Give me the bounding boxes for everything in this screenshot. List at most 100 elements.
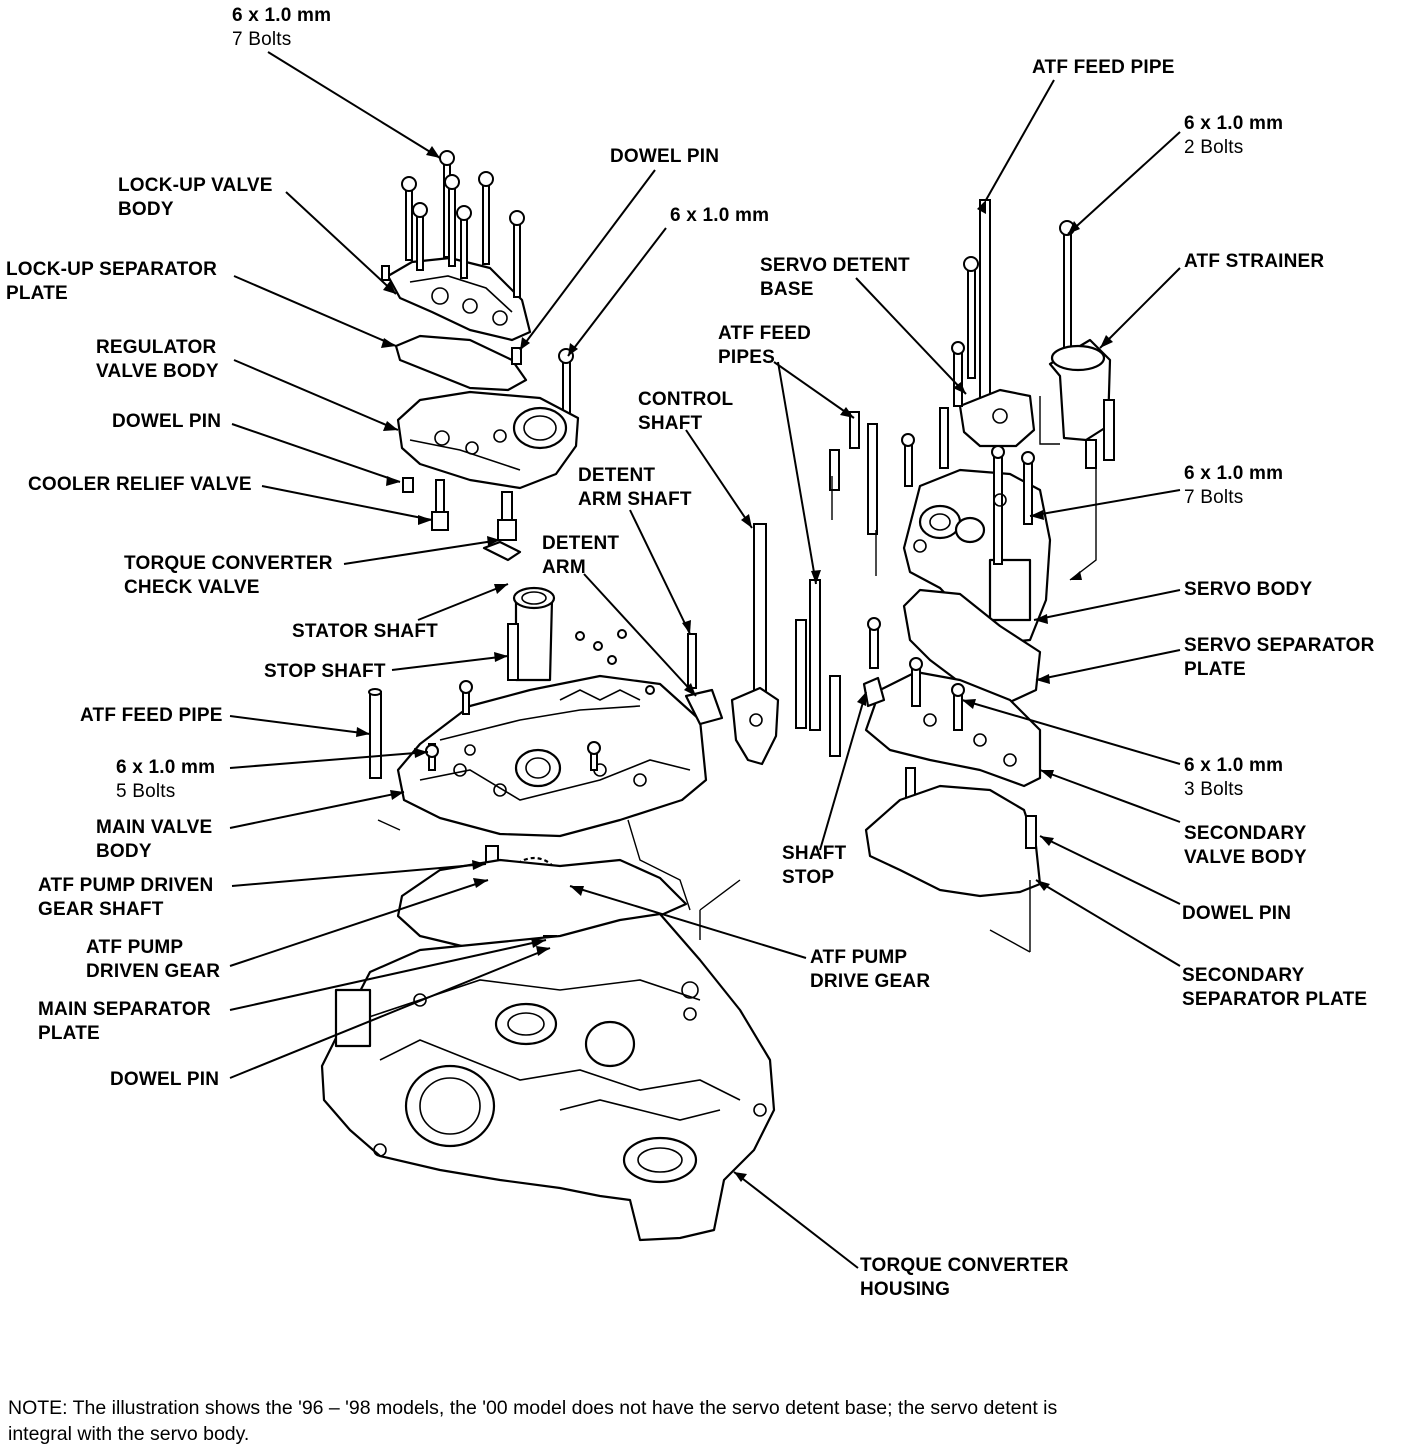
torque-converter-housing-drawing bbox=[320, 912, 776, 1242]
label-secondary-valve-body-line1: SECONDARY bbox=[1184, 823, 1307, 844]
regulator-valve-body-drawing bbox=[396, 390, 580, 490]
label-bolts-3: 6 x 1.0 mm 3 Bolts bbox=[1184, 754, 1283, 802]
label-bolts-5-count: 5 Bolts bbox=[116, 781, 176, 802]
label-bolts-top-size: 6 x 1.0 mm bbox=[232, 5, 332, 26]
secondary-valve-body-drawing bbox=[862, 657, 1042, 788]
label-lockup-separator-plate-line2: PLATE bbox=[6, 283, 68, 304]
label-secondary-separator-plate: SECONDARY SEPARATOR PLATE bbox=[1182, 964, 1367, 1012]
label-check-valve-line1: TORQUE CONVERTER bbox=[124, 553, 333, 574]
label-regulator-valve-body-line1: REGULATOR bbox=[96, 337, 217, 358]
label-pump-drive-gear-line1: ATF PUMP bbox=[810, 947, 908, 968]
label-atf-strainer-text: ATF STRAINER bbox=[1184, 251, 1325, 272]
label-atf-strainer: ATF STRAINER bbox=[1184, 250, 1324, 274]
footnote-line1: NOTE: The illustration shows the '96 – '… bbox=[8, 1397, 1058, 1419]
label-servo-detent-base-line1: SERVO DETENT bbox=[760, 255, 910, 276]
atf-feed-pipes-drawing bbox=[829, 411, 915, 535]
label-check-valve-line2: CHECK VALVE bbox=[124, 577, 260, 598]
control-shaft-drawing bbox=[730, 523, 780, 766]
dowel-pin-top-drawing bbox=[511, 347, 522, 365]
label-bolts-7-right-size: 6 x 1.0 mm bbox=[1184, 463, 1284, 484]
label-lockup-separator-plate: LOCK-UP SEPARATOR PLATE bbox=[6, 258, 217, 306]
label-atf-feed-pipe-top-text: ATF FEED PIPE bbox=[1032, 57, 1175, 78]
label-atf-pump-driven-gear-shaft: ATF PUMP DRIVEN GEAR SHAFT bbox=[38, 874, 213, 922]
label-servo-detent-base-line2: BASE bbox=[760, 279, 814, 300]
label-servo-separator-plate-line2: PLATE bbox=[1184, 659, 1246, 680]
label-lockup-valve-body-line1: LOCK-UP VALVE bbox=[118, 175, 273, 196]
label-bolts-2-count: 2 Bolts bbox=[1184, 137, 1244, 158]
atf-strainer-drawing bbox=[1048, 338, 1115, 469]
label-dowel-pin-left: DOWEL PIN bbox=[112, 410, 221, 434]
label-dowel-pin-bottom-text: DOWEL PIN bbox=[110, 1069, 220, 1090]
dowel-pin-left-drawing bbox=[402, 477, 414, 493]
footnote: NOTE: The illustration shows the '96 – '… bbox=[8, 1395, 1403, 1447]
label-atf-pump-driven-gear: ATF PUMP DRIVEN GEAR bbox=[86, 936, 220, 984]
label-torque-converter-housing: TORQUE CONVERTER HOUSING bbox=[860, 1254, 1069, 1302]
label-main-valve-body-line1: MAIN VALVE bbox=[96, 817, 213, 838]
lockup-valve-body-drawing bbox=[386, 256, 532, 342]
label-stator-shaft-text: STATOR SHAFT bbox=[292, 621, 438, 642]
label-main-separator-plate-line2: PLATE bbox=[38, 1023, 100, 1044]
label-atf-feed-pipes-line2: PIPES bbox=[718, 347, 775, 368]
servo-separator-plate-drawing bbox=[902, 588, 1042, 704]
label-detent-arm-shaft-line2: ARM SHAFT bbox=[578, 489, 692, 510]
dowel-pin-right-drawing bbox=[1025, 815, 1037, 849]
arrow-heads bbox=[356, 146, 1113, 1182]
label-atf-feed-pipe-left-text: ATF FEED PIPE bbox=[80, 705, 223, 726]
label-control-shaft-line1: CONTROL bbox=[638, 389, 734, 410]
label-servo-body: SERVO BODY bbox=[1184, 578, 1312, 602]
footnote-line2: integral with the servo body. bbox=[8, 1423, 250, 1445]
label-secondary-separator-plate-line2: SEPARATOR PLATE bbox=[1182, 989, 1368, 1010]
label-detent-arm-line1: DETENT bbox=[542, 533, 620, 554]
check-valve-drawing bbox=[497, 491, 517, 541]
label-servo-detent-base: SERVO DETENT BASE bbox=[760, 254, 910, 302]
label-bolts-3-count: 3 Bolts bbox=[1184, 779, 1244, 800]
label-detent-arm-shaft-line1: DETENT bbox=[578, 465, 656, 486]
label-servo-separator-plate-line1: SERVO SEPARATOR bbox=[1184, 635, 1375, 656]
label-bolts-top-count: 7 Bolts bbox=[232, 29, 292, 50]
label-torque-converter-check-valve: TORQUE CONVERTER CHECK VALVE bbox=[124, 552, 333, 600]
servo-detent-base-drawing bbox=[939, 341, 1036, 469]
label-servo-body-text: SERVO BODY bbox=[1184, 579, 1313, 600]
label-control-shaft-line2: SHAFT bbox=[638, 413, 703, 434]
label-detent-arm: DETENT ARM bbox=[542, 532, 619, 580]
cooler-relief-valve-drawing bbox=[431, 479, 449, 531]
label-pump-gear-shaft-line2: GEAR SHAFT bbox=[38, 899, 164, 920]
label-detent-arm-line2: ARM bbox=[542, 557, 586, 578]
label-servo-separator-plate: SERVO SEPARATOR PLATE bbox=[1184, 634, 1375, 682]
label-dowel-pin-top-text: DOWEL PIN bbox=[610, 146, 720, 167]
main-valve-body-drawing bbox=[396, 674, 708, 838]
label-main-separator-plate: MAIN SEPARATOR PLATE bbox=[38, 998, 211, 1046]
main-valve-bolts-drawing bbox=[425, 629, 655, 771]
label-bolts-5: 6 x 1.0 mm 5 Bolts bbox=[116, 756, 215, 804]
label-atf-feed-pipe-top: ATF FEED PIPE bbox=[1032, 56, 1175, 80]
label-lockup-separator-plate-line1: LOCK-UP SEPARATOR bbox=[6, 259, 218, 280]
label-atf-feed-pipes-line1: ATF FEED bbox=[718, 323, 812, 344]
label-secondary-valve-body: SECONDARY VALVE BODY bbox=[1184, 822, 1307, 870]
label-dowel-pin-bottom: DOWEL PIN bbox=[110, 1068, 219, 1092]
label-bolts-top: 6 x 1.0 mm 7 Bolts bbox=[232, 4, 331, 52]
label-atf-pump-drive-gear: ATF PUMP DRIVE GEAR bbox=[810, 946, 930, 994]
label-main-valve-body-line2: BODY bbox=[96, 841, 152, 862]
label-stop-shaft-text: STOP SHAFT bbox=[264, 661, 386, 682]
label-secondary-valve-body-line2: VALVE BODY bbox=[1184, 847, 1307, 868]
label-main-separator-plate-line1: MAIN SEPARATOR bbox=[38, 999, 211, 1020]
atf-feed-pipe-left-drawing bbox=[368, 688, 382, 779]
lockup-separator-plate-drawing bbox=[394, 334, 528, 392]
servo-body-drawing bbox=[902, 445, 1052, 646]
leader-lines bbox=[229, 51, 1181, 1269]
label-lockup-valve-body: LOCK-UP VALVE BODY bbox=[118, 174, 273, 222]
label-dowel-pin-right-text: DOWEL PIN bbox=[1182, 903, 1292, 924]
atf-feed-pipe-top-drawing bbox=[979, 199, 991, 401]
label-dowel-pin-right: DOWEL PIN bbox=[1182, 902, 1291, 926]
label-regulator-valve-body-line2: VALVE BODY bbox=[96, 361, 219, 382]
label-regulator-valve-body: REGULATOR VALVE BODY bbox=[96, 336, 219, 384]
label-dowel-pin-left-text: DOWEL PIN bbox=[112, 411, 222, 432]
label-cooler-relief-valve: COOLER RELIEF VALVE bbox=[28, 473, 252, 497]
label-stator-shaft: STATOR SHAFT bbox=[292, 620, 438, 644]
label-dowel-pin-top: DOWEL PIN bbox=[610, 145, 719, 169]
label-bolts-5-size: 6 x 1.0 mm bbox=[116, 757, 216, 778]
lockup-bolts-drawing bbox=[381, 150, 525, 298]
label-housing-line2: HOUSING bbox=[860, 1279, 951, 1300]
label-main-valve-body: MAIN VALVE BODY bbox=[96, 816, 212, 864]
